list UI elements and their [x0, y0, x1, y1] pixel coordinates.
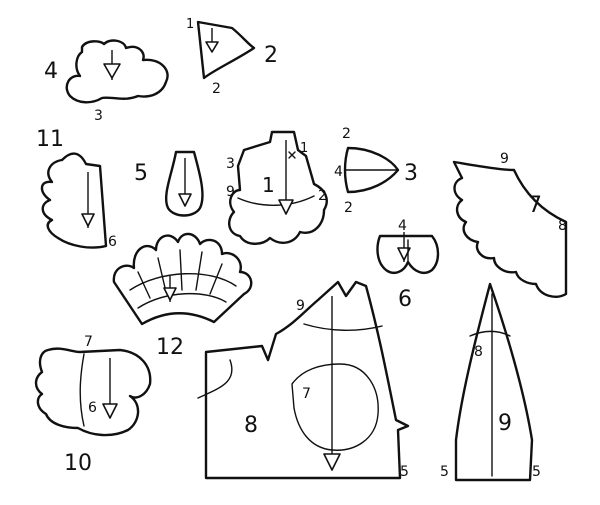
- label-piece-2-notch-2: 2: [212, 81, 221, 97]
- label-piece-10-notch-7: 7: [84, 334, 93, 350]
- label-piece-8-notch-7: 7: [302, 386, 311, 402]
- pattern-piece-5: [164, 150, 204, 217]
- pattern-piece-12: [112, 232, 253, 326]
- label-piece-1-notch-1: 1: [300, 141, 308, 156]
- pattern-piece-6: [376, 232, 440, 274]
- label-piece-3: 3: [404, 161, 418, 186]
- label-piece-7: 7: [528, 193, 542, 218]
- label-piece-12: 12: [156, 335, 184, 360]
- label-piece-7-notch-8: 8: [558, 218, 567, 234]
- label-piece-10: 10: [64, 451, 92, 476]
- pattern-piece-2: [196, 20, 256, 80]
- label-piece-5: 5: [134, 161, 148, 186]
- label-piece-8-notch-5: 5: [400, 464, 409, 480]
- pattern-piece-10: [34, 347, 152, 437]
- label-piece-10-notch-6: 6: [88, 400, 97, 416]
- label-piece-11: 11: [36, 127, 64, 152]
- pattern-piece-11: [40, 152, 108, 249]
- label-piece-8: 8: [244, 413, 258, 438]
- label-piece-3-notch-4: 4: [334, 164, 343, 180]
- label-piece-6-notch-4: 4: [398, 218, 407, 234]
- label-piece-3-notch-2b: 2: [344, 200, 353, 216]
- pattern-piece-4: [65, 39, 169, 104]
- label-piece-1-notch-2: 2: [318, 188, 327, 204]
- label-piece-8-notch-9: 9: [296, 298, 305, 314]
- pattern-piece-7: [452, 160, 568, 298]
- label-piece-9: 9: [498, 411, 512, 436]
- label-piece-1: 1: [262, 173, 275, 197]
- pattern-piece-9: [454, 282, 534, 482]
- label-piece-4-notch-3: 3: [94, 108, 103, 124]
- pattern-piece-3: [343, 146, 400, 194]
- label-piece-3-notch-2a: 2: [342, 126, 351, 142]
- piece-labels: 4 3 1 2 2 11 6 5 3 9 1 1 2 2 4 2 3 9 7 8…: [36, 17, 567, 480]
- label-piece-1-notch-9: 9: [226, 184, 235, 200]
- label-piece-4: 4: [44, 59, 58, 84]
- pattern-piece-8: [197, 280, 410, 480]
- pattern-piece-1: [228, 130, 328, 245]
- label-piece-6: 6: [398, 287, 412, 312]
- label-piece-9-notch-8: 8: [474, 344, 483, 360]
- label-piece-9-notch-5b: 5: [532, 464, 541, 480]
- label-piece-1-notch-3: 3: [226, 156, 235, 172]
- label-piece-11-notch-6: 6: [108, 234, 117, 250]
- label-piece-9-notch-5a: 5: [440, 464, 449, 480]
- label-piece-2-notch-1: 1: [186, 17, 194, 32]
- label-piece-7-notch-9: 9: [500, 151, 509, 167]
- label-piece-2: 2: [264, 43, 278, 68]
